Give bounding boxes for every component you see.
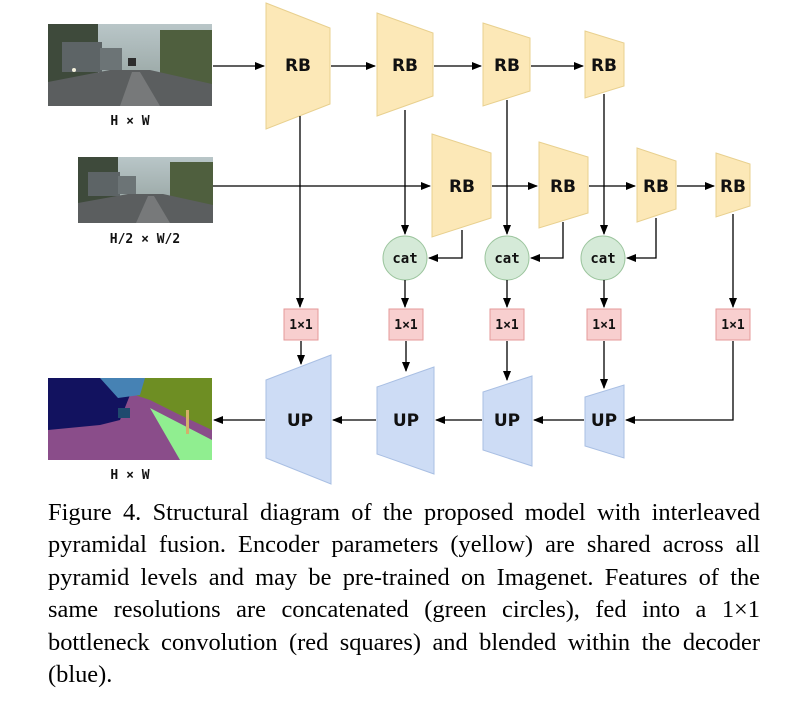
bottleneck-conv-5: 1×1	[715, 308, 751, 341]
up-label: UP	[494, 411, 520, 431]
encoder-block-3: RB	[482, 22, 531, 107]
output-segmentation	[48, 378, 212, 460]
up-label: UP	[287, 411, 313, 431]
rb-label: RB	[643, 177, 669, 197]
bottleneck-conv-4: 1×1	[586, 308, 622, 341]
full-res-label: H × W	[110, 114, 149, 129]
conv-label: 1×1	[289, 318, 313, 333]
concat-node-3: cat	[580, 235, 626, 281]
input-image-half	[78, 157, 213, 223]
decoder-block-3: UP	[482, 375, 533, 467]
rb-label: RB	[550, 177, 576, 197]
bottleneck-conv-2: 1×1	[388, 308, 424, 341]
rb-label: RB	[285, 56, 311, 76]
up-label: UP	[591, 411, 617, 431]
up-label: UP	[393, 411, 419, 431]
half-res-label: H/2 × W/2	[110, 232, 180, 247]
concat-node-2: cat	[484, 235, 530, 281]
encoder-block-1: RB	[265, 2, 331, 130]
decoder-block-2: UP	[376, 366, 435, 475]
rb-label: RB	[720, 177, 746, 197]
connections	[213, 62, 737, 424]
rb-label: RB	[392, 56, 418, 76]
cat-label: cat	[494, 251, 519, 267]
encoder-block-half-4: RB	[715, 152, 751, 218]
rb-label: RB	[449, 177, 475, 197]
conv-label: 1×1	[592, 318, 616, 333]
cat-label: cat	[392, 251, 417, 267]
encoder-block-4: RB	[584, 30, 625, 99]
encoder-block-half-1: RB	[431, 133, 492, 238]
encoder-block-half-2: RB	[538, 141, 589, 229]
cat-label: cat	[590, 251, 615, 267]
input-image-full	[48, 24, 212, 106]
decoder-block-4: UP	[584, 384, 625, 459]
encoder-block-2: RB	[376, 12, 434, 117]
output-res-label: H × W	[110, 468, 149, 483]
bottleneck-conv-3: 1×1	[489, 308, 525, 341]
structural-diagram: RB RB RB RB RB RB RB RB cat cat cat	[48, 2, 751, 485]
conv-label: 1×1	[495, 318, 519, 333]
rb-label: RB	[494, 56, 520, 76]
concat-node-1: cat	[382, 235, 428, 281]
bottleneck-conv-1: 1×1	[283, 308, 319, 341]
encoder-block-half-3: RB	[636, 147, 677, 223]
rb-label: RB	[591, 56, 617, 76]
conv-label: 1×1	[721, 318, 745, 333]
decoder-block-1: UP	[265, 354, 332, 485]
figure-caption: Figure 4. Structural diagram of the prop…	[48, 499, 760, 689]
conv-label: 1×1	[394, 318, 418, 333]
